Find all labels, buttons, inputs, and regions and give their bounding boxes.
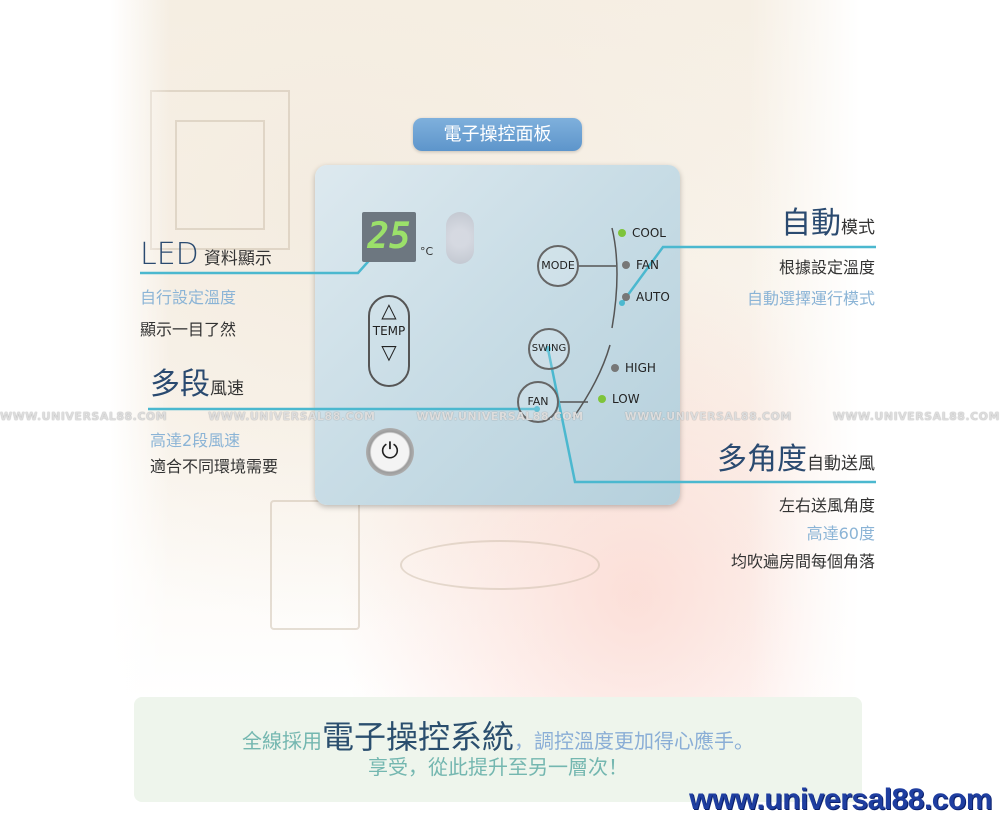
- swing-callout-line2: 高達60度: [806, 524, 875, 543]
- banner-line2: 享受，從此提升至另一層次！: [368, 755, 628, 779]
- temp-unit: °C: [420, 245, 434, 258]
- callout-subtitle: 資料顯示: [203, 249, 272, 269]
- mode-option-fan: FAN: [622, 258, 659, 272]
- led-callout-heading: LED 資料顯示: [140, 238, 272, 276]
- indicator-dot: [622, 261, 630, 269]
- indicator-dot: [598, 395, 606, 403]
- indicator-dot: [622, 293, 630, 301]
- callout-title: 多段: [150, 367, 210, 402]
- banner-text: ，調控溫度更加得心應手。: [514, 729, 754, 753]
- watermark: WWW.UNIVERSAL88.COM: [624, 410, 792, 423]
- panel-title-badge: 電子操控面板: [413, 118, 582, 151]
- auto-callout-line2: 自動選擇運行模式: [746, 289, 875, 308]
- watermark: WWW.UNIVERSAL88.COM: [208, 410, 376, 423]
- swing-callout-heading: 多角度自動送風: [717, 443, 875, 481]
- fan-button[interactable]: FAN: [517, 381, 559, 423]
- down-triangle-icon[interactable]: ▽: [381, 340, 397, 364]
- option-label: LOW: [612, 392, 640, 406]
- banner-line1: 全線採用電子操控系統，調控溫度更加得心應手。: [134, 712, 862, 758]
- indicator-dot: [611, 364, 619, 372]
- watermark: WWW.UNIVERSAL88.COM: [832, 410, 1000, 423]
- up-triangle-icon[interactable]: △: [381, 298, 397, 322]
- power-icon: ⏻: [381, 439, 399, 464]
- speed-callout-heading: 多段風速: [150, 368, 244, 406]
- auto-callout-heading: 自動模式: [781, 207, 875, 245]
- option-label: FAN: [636, 258, 659, 272]
- site-url-watermark: www.universal88.com: [689, 783, 992, 816]
- speed-callout-line2: 適合不同環境需要: [150, 457, 279, 476]
- fan-option-high: HIGH: [611, 361, 656, 375]
- banner-text: 全線採用: [241, 729, 322, 753]
- led-callout-line1: 自行設定溫度: [140, 288, 237, 307]
- callout-subtitle: 風速: [210, 379, 244, 399]
- watermark: WWW.UNIVERSAL88.COM: [0, 410, 168, 423]
- mode-option-auto: AUTO: [622, 290, 670, 304]
- callout-subtitle: 模式: [841, 218, 875, 238]
- callout-title: 多角度: [717, 442, 807, 477]
- banner-highlight: 電子操控系統: [321, 718, 514, 756]
- bottom-banner: [134, 697, 862, 802]
- callout-title: LED: [140, 237, 199, 272]
- auto-callout-line1: 根據設定溫度: [778, 258, 875, 277]
- mode-option-cool: COOL: [618, 226, 666, 240]
- option-label: COOL: [632, 226, 666, 240]
- option-label: HIGH: [625, 361, 656, 375]
- swing-button[interactable]: SWING: [528, 328, 570, 370]
- power-button[interactable]: ⏻: [366, 428, 414, 476]
- temp-button[interactable]: △ TEMP ▽: [368, 295, 410, 387]
- option-label: AUTO: [636, 290, 670, 304]
- callout-subtitle: 自動送風: [807, 454, 875, 474]
- temp-label: TEMP: [372, 324, 406, 338]
- mode-button[interactable]: MODE: [537, 245, 579, 287]
- led-callout-line2: 顯示一目了然: [140, 320, 237, 339]
- callout-title: 自動: [781, 206, 841, 241]
- swing-callout-line3: 均吹遍房間每個角落: [730, 552, 875, 571]
- ir-sensor: [446, 212, 474, 264]
- indicator-dot: [618, 229, 626, 237]
- speed-callout-line1: 高達2段風速: [150, 431, 241, 450]
- watermark-row: WWW.UNIVERSAL88.COM WWW.UNIVERSAL88.COM …: [0, 410, 1000, 423]
- watermark: WWW.UNIVERSAL88.COM: [416, 410, 584, 423]
- fan-option-low: LOW: [598, 392, 640, 406]
- led-display: 25: [362, 212, 416, 262]
- swing-callout-line1: 左右送風角度: [778, 496, 875, 515]
